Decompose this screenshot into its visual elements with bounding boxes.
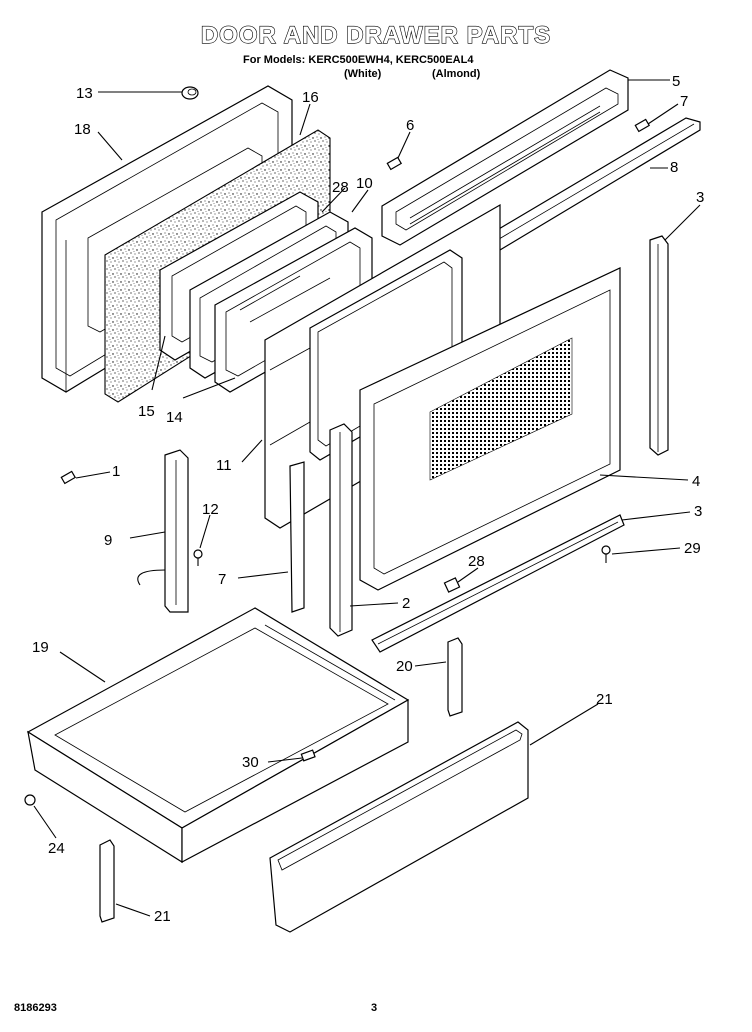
part-24-drawer-front [269,721,529,933]
part-15-glass-pack [159,191,373,393]
callout-5: 4 [692,473,700,490]
callout-13: 11 [216,457,232,474]
callout-19: 18 [74,121,91,138]
part-27-screw [24,794,36,806]
part-6-door-vent [381,69,629,246]
part-30-screw [300,749,316,762]
callout-15: 14 [166,409,183,426]
page-number: 3 [371,1002,378,1014]
color-white-label: (White) [344,68,382,80]
callout-21-left: 21 [154,908,171,925]
part-10-door-hinge [137,449,189,613]
models-line: For Models: KERC500EWH4, KERC500EAL4 [243,54,474,66]
part-14-bumper [181,86,199,100]
callout-28-top: 28 [332,179,349,196]
callout-30: 30 [242,754,259,771]
callout-9: 7 [218,571,226,588]
callout-18: 16 [302,89,319,106]
callout-8: 8 [670,159,678,176]
callout-6: 5 [672,73,680,90]
part-1-clip [60,470,77,485]
part-29-screw [601,545,611,563]
part-3-side-rail-right [649,235,669,456]
callout-27: 24 [48,840,65,857]
color-almond-label: (Almond) [432,68,481,80]
part-7-screw-left [386,156,403,171]
part-2-side-rail [329,423,353,637]
part-4-bottom-trim [371,514,625,653]
part-28-clip [443,577,461,593]
callout-3: 3 [696,189,704,206]
callout-24: 21 [596,691,613,708]
callout-2: 2 [402,595,410,612]
page-title: DOOR AND DRAWER PARTS [200,21,552,49]
part-9-side-rail [289,461,305,613]
part-7-screw-right [634,118,651,133]
callout-4: 3 [694,503,702,520]
callout-29: 29 [684,540,701,557]
callout-7-left: 6 [406,117,414,134]
callout-20: 19 [32,639,49,656]
callout-21-right: 20 [396,658,413,675]
leader-lines [33,79,701,917]
callout-14: 13 [76,85,93,102]
callout-11: 12 [202,501,219,518]
callout-labels: 13 18 16 5 7 6 8 3 28 10 15 14 11 4 3 29… [32,73,704,925]
callout-28-bottom: 28 [468,553,485,570]
part-21-drawer-slide-left [99,839,115,923]
part-5-outer-door [359,267,621,591]
callout-12: 10 [356,175,373,192]
part-21-drawer-slide-right [447,637,463,717]
callout-7-right: 7 [680,93,688,110]
doc-number: 8186293 [14,1002,57,1014]
part-11-screw [193,549,203,566]
callout-1: 1 [112,463,120,480]
callout-10: 9 [104,532,112,549]
part-20-drawer [26,607,410,864]
callout-16: 15 [138,403,155,420]
